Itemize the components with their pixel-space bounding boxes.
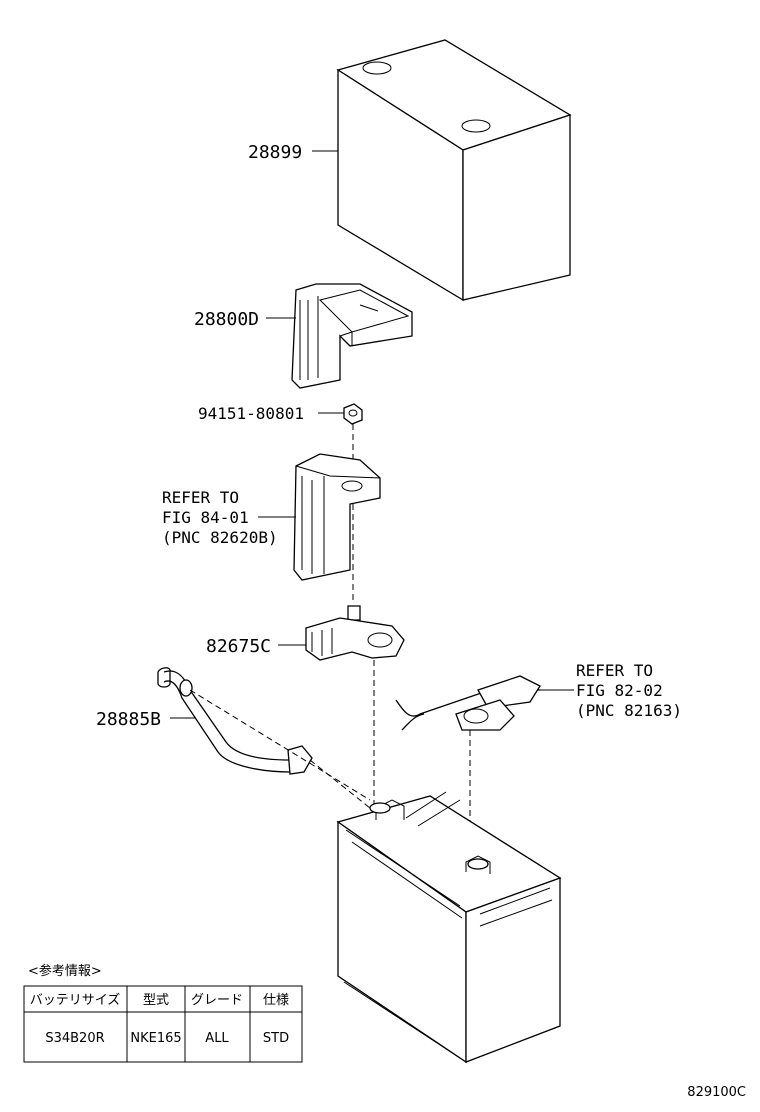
part-label-28885b: 28885B: [96, 709, 161, 730]
table-cell-spec: STD: [263, 1031, 289, 1046]
reference-info-title: <参考情報>: [28, 963, 102, 979]
table-header-model: 型式: [143, 993, 169, 1008]
part-label-94151: 94151-80801: [198, 404, 304, 423]
table-header-grade: グレード: [191, 993, 243, 1008]
part-label-82675c: 82675C: [206, 636, 271, 657]
part-label-28800d: 28800D: [194, 309, 259, 330]
terminal-clamp-part[interactable]: [305, 605, 405, 661]
figure-code: 829100C: [687, 1085, 746, 1100]
refer-82-line2: FIG 82-02: [576, 681, 663, 700]
refer-82-line1: REFER TO: [576, 661, 653, 680]
table-header-battery-size: バッテリサイズ: [30, 992, 121, 1008]
table-header-spec: 仕様: [263, 993, 289, 1008]
battery-cable-part[interactable]: [157, 667, 313, 775]
table-cell-grade: ALL: [205, 1031, 229, 1046]
terminal-cover-part[interactable]: [291, 283, 413, 389]
reference-info-table: <参考情報> バッテリサイズ 型式 グレード 仕様 S34B20R NKE165…: [23, 963, 303, 1063]
battery-body: [336, 791, 562, 1064]
refer-84-line3: (PNC 82620B): [162, 528, 278, 547]
positive-cable-part[interactable]: [395, 675, 541, 731]
table-cell-battery-size: S34B20R: [45, 1031, 104, 1046]
part-label-28899: 28899: [248, 142, 302, 163]
refer-84-line1: REFER TO: [162, 488, 239, 507]
nut-part[interactable]: [343, 403, 363, 425]
refer-84-line2: FIG 84-01: [162, 508, 249, 527]
battery-cover-part[interactable]: [336, 39, 572, 302]
refer-82-line3: (PNC 82163): [576, 701, 682, 720]
table-cell-model: NKE165: [130, 1031, 181, 1046]
terminal-bracket-part[interactable]: [293, 453, 381, 581]
